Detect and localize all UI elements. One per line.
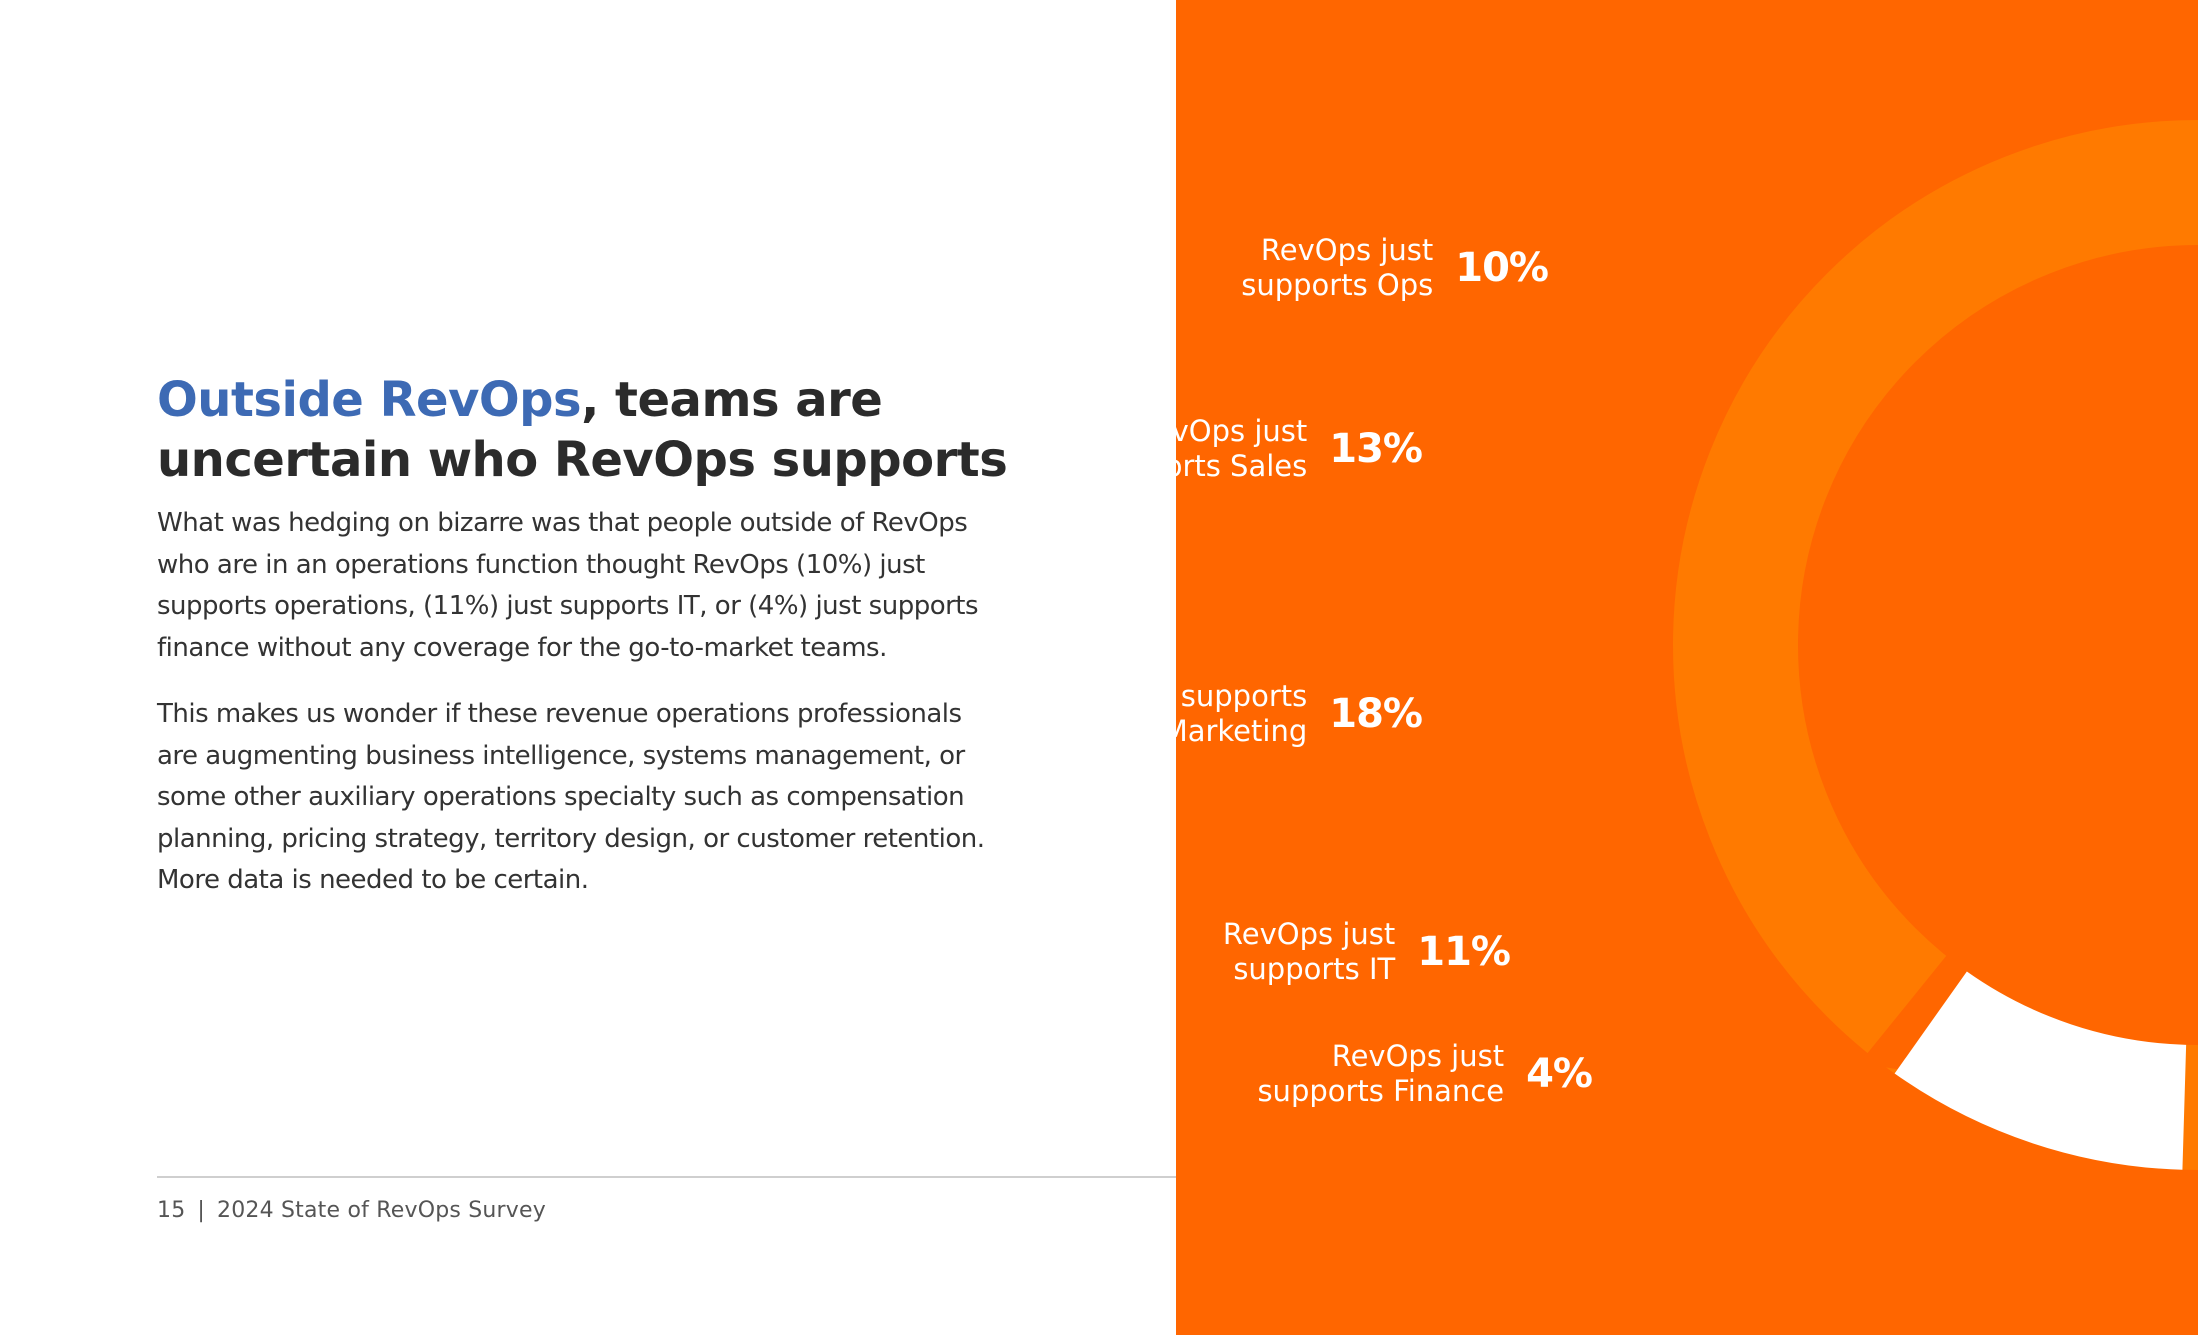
report-title: 2024 State of RevOps Survey bbox=[217, 1198, 546, 1223]
slice-percentage: 13% bbox=[1329, 426, 1423, 472]
slice-label-line: RevOps just bbox=[1222, 917, 1396, 951]
body-paragraph-2: This makes us wonder if these revenue op… bbox=[157, 699, 985, 895]
donut-chart bbox=[1673, 120, 2198, 1170]
body-paragraph-1: What was hedging on bizarre was that peo… bbox=[157, 508, 979, 663]
donut-background-ring bbox=[1673, 120, 2198, 1170]
slice-label-line: supports IT bbox=[1233, 952, 1396, 986]
slice-label-line: RevOps just bbox=[1134, 414, 1308, 448]
slice-label-line: RevOps supports bbox=[1061, 679, 1308, 713]
footer-separator: | bbox=[197, 1198, 206, 1223]
slice-percentage: 4% bbox=[1526, 1051, 1593, 1097]
slice-label-line: RevOps just bbox=[1260, 233, 1434, 267]
page-number: 15 bbox=[157, 1198, 186, 1223]
headline-highlight: Outside RevOps bbox=[157, 372, 582, 428]
slice-label-line: supports Sales bbox=[1094, 449, 1308, 483]
slice-label-line: RevOps just bbox=[1331, 1039, 1505, 1073]
footer-divider bbox=[157, 1176, 1177, 1178]
donut-segment-1 bbox=[1894, 971, 2187, 1170]
headline: Outside RevOps, teams are uncertain who … bbox=[157, 370, 1017, 490]
slice-percentage: 10% bbox=[1455, 245, 1549, 291]
slice-label-line: Sales + Marketing bbox=[1042, 714, 1308, 748]
headline-rest: , teams are uncertain who RevOps support… bbox=[157, 372, 1008, 488]
slice-percentage: 11% bbox=[1417, 929, 1511, 975]
slice-label-line: supports Finance bbox=[1257, 1074, 1505, 1108]
slice-percentage: 18% bbox=[1329, 691, 1423, 737]
footer: 15 | 2024 State of RevOps Survey bbox=[157, 1198, 546, 1223]
slice-label-line: supports Ops bbox=[1241, 268, 1434, 302]
text-column: Outside RevOps, teams are uncertain who … bbox=[157, 370, 1177, 1223]
